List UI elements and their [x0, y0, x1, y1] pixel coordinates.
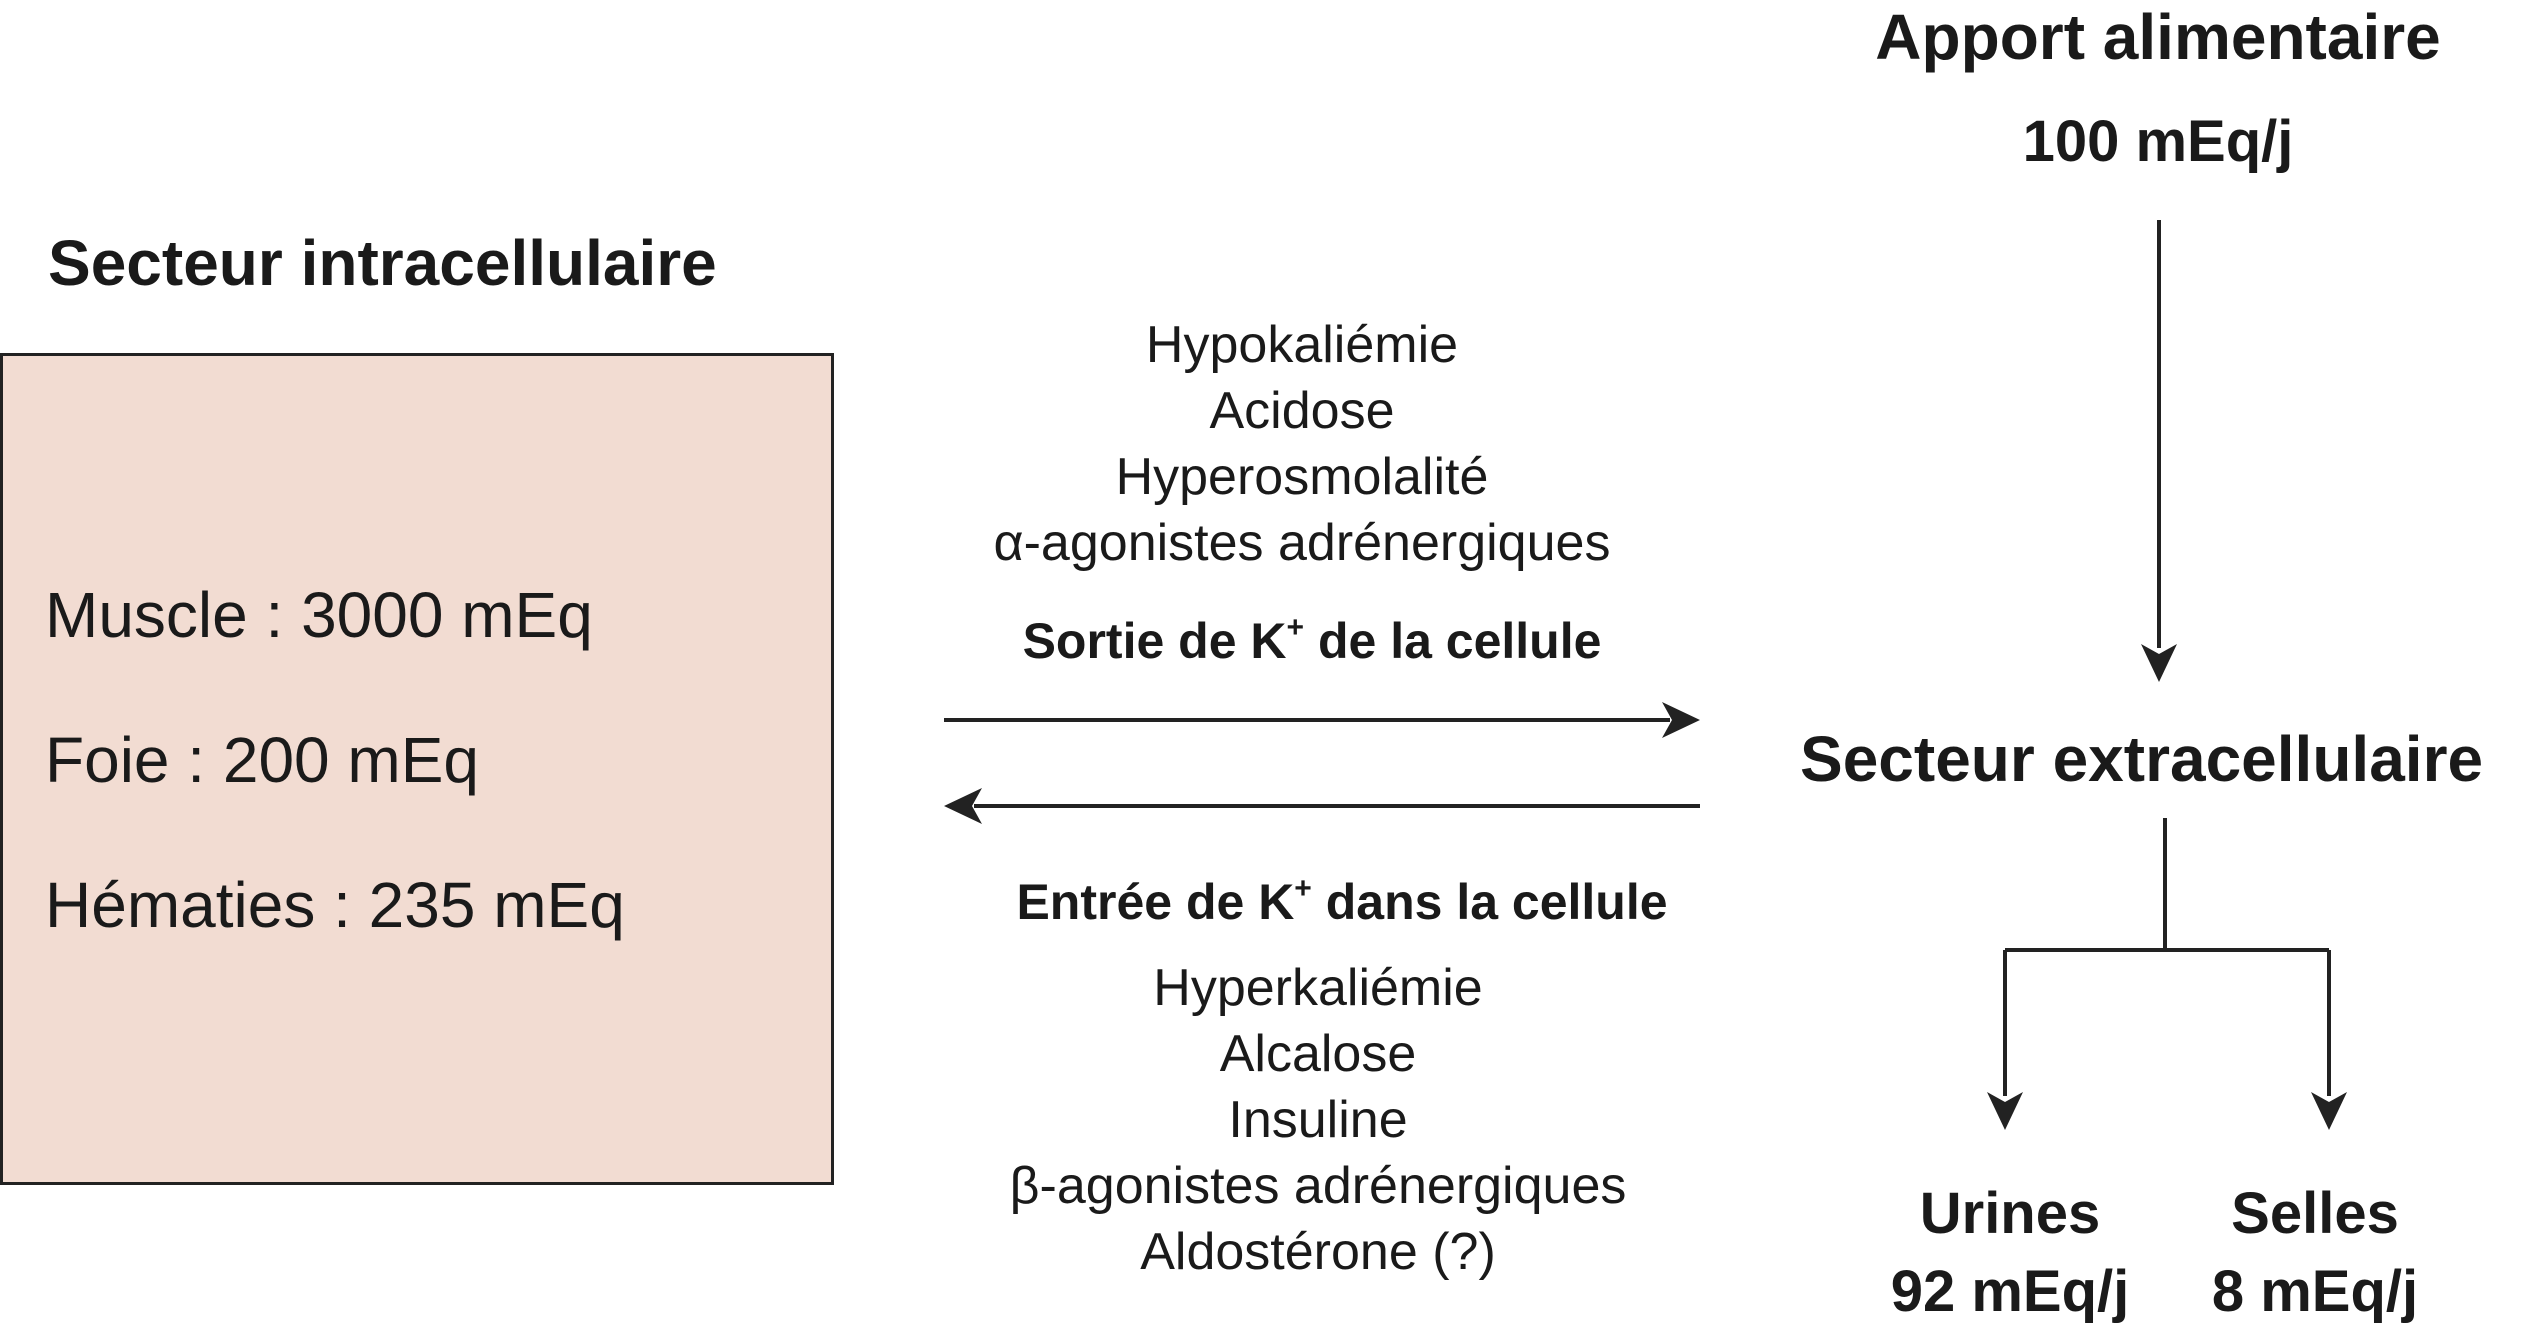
- entry-factor: Alcalose: [1219, 1025, 1417, 1083]
- urines-arrowhead: [1987, 1092, 2023, 1130]
- entry-title: Entrée de K+ dans la cellule: [1016, 873, 1667, 931]
- entry-factor: Insuline: [1228, 1091, 1408, 1149]
- selles-value: 8 mEq/j: [2211, 1259, 2419, 1324]
- intracellular-title: Secteur intracellulaire: [48, 227, 717, 299]
- exit-factor: Hypokaliémie: [1145, 316, 1459, 374]
- exit-title-prefix: Sortie de K: [1022, 613, 1287, 669]
- exit-factor: α-agonistes adrénergiques: [993, 514, 1611, 572]
- entry-title-suffix: dans la cellule: [1311, 874, 1668, 930]
- entry-title-prefix: Entrée de K: [1016, 874, 1295, 930]
- urines-value: 92 mEq/j: [1890, 1259, 2130, 1324]
- extracellular-title: Secteur extracellulaire: [1800, 723, 2484, 795]
- selles-arrowhead: [2311, 1092, 2347, 1130]
- exit-title-suffix: de la cellule: [1304, 613, 1602, 669]
- entry-title-sup: +: [1294, 872, 1312, 905]
- intracellular-box: Muscle : 3000 mEq Foie : 200 mEq Hématie…: [0, 353, 834, 1185]
- intake-arrowhead: [2141, 644, 2177, 682]
- red-cells-content: Hématies : 235 mEq: [45, 869, 625, 941]
- entry-factor: Aldostérone (?): [1140, 1223, 1496, 1281]
- liver-content: Foie : 200 mEq: [45, 724, 479, 796]
- entry-arrowhead: [944, 788, 982, 824]
- intake-title: Apport alimentaire: [1875, 1, 2441, 73]
- exit-factor: Acidose: [1209, 382, 1395, 440]
- entry-factors-list: Hyperkaliémie Alcalose Insuline β-agonis…: [1010, 955, 1627, 1285]
- exit-title-sup: +: [1286, 611, 1305, 644]
- selles-label: Selles: [2231, 1181, 2399, 1246]
- exit-factor: Hyperosmolalité: [1115, 448, 1489, 506]
- entry-factor: Hyperkaliémie: [1153, 959, 1483, 1017]
- urines-label: Urines: [1919, 1181, 2101, 1246]
- exit-title: Sortie de K+ de la cellule: [1023, 612, 1602, 670]
- exit-factors-list: Hypokaliémie Acidose Hyperosmolalité α-a…: [994, 312, 1611, 576]
- exit-arrowhead: [1662, 702, 1700, 738]
- entry-factor: β-agonistes adrénergiques: [1009, 1157, 1627, 1215]
- muscle-content: Muscle : 3000 mEq: [45, 579, 593, 651]
- intake-value: 100 mEq/j: [2022, 109, 2294, 174]
